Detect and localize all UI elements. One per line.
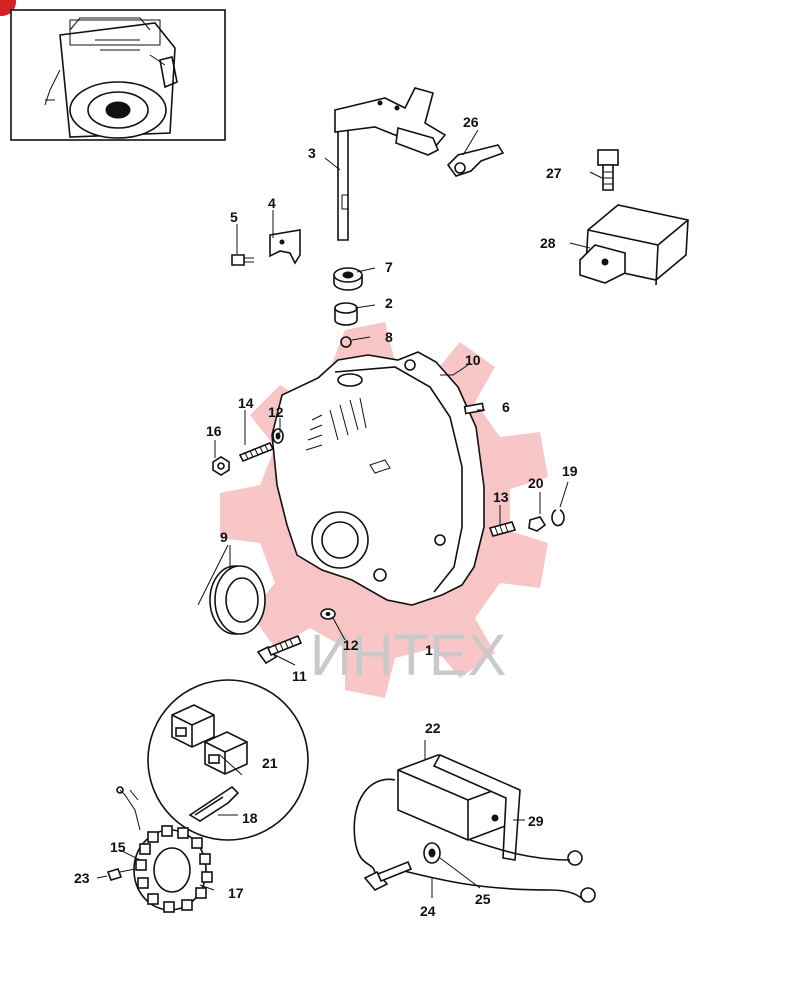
callout-5: 5 <box>230 209 238 225</box>
part-7-washer <box>333 267 363 291</box>
callout-4: 4 <box>268 195 276 211</box>
callout-27: 27 <box>546 165 562 181</box>
callout-23: 23 <box>74 870 90 886</box>
part-24-bolt <box>363 860 413 891</box>
part-20-cap <box>528 516 547 532</box>
part-6-pin <box>463 402 485 415</box>
part-25-washer <box>423 842 441 864</box>
callout-3: 3 <box>308 145 316 161</box>
callout-15: 15 <box>110 839 126 855</box>
engine-locator-inset <box>10 9 226 141</box>
callout-17: 17 <box>228 885 244 901</box>
callout-9: 9 <box>220 529 228 545</box>
brush-terminal-inset <box>147 679 309 841</box>
leader-lines <box>96 129 603 898</box>
part-16-nut <box>212 456 230 476</box>
callout-19: 19 <box>562 463 578 479</box>
callout-22: 22 <box>425 720 441 736</box>
callout-12b: 12 <box>343 637 359 653</box>
callout-18: 18 <box>242 810 258 826</box>
part-5-screw <box>231 254 254 266</box>
callout-6: 6 <box>502 399 510 415</box>
callout-11: 11 <box>292 668 307 684</box>
callout-2: 2 <box>385 295 393 311</box>
callout-26: 26 <box>463 114 479 130</box>
part-27-bolt <box>597 149 619 191</box>
part-1-gear-cover-housing <box>271 351 485 606</box>
part-14-stud <box>238 441 275 463</box>
part-11-bolt <box>256 634 303 665</box>
part-23-screw <box>106 868 136 881</box>
callout-labels: 1 2 3 4 5 6 7 8 9 10 11 12 12 13 14 15 1… <box>74 114 578 919</box>
part-19-clip <box>551 509 565 527</box>
callout-20: 20 <box>528 475 544 491</box>
callout-13: 13 <box>493 489 509 505</box>
callout-21: 21 <box>262 755 278 771</box>
callout-25: 25 <box>475 891 491 907</box>
callout-1: 1 <box>425 642 433 658</box>
callout-28: 28 <box>540 235 556 251</box>
part-9-oil-seal <box>209 565 266 635</box>
callout-10: 10 <box>465 352 481 368</box>
callout-8: 8 <box>385 329 393 345</box>
part-17-stator <box>116 786 213 913</box>
part-3-governor-shaft <box>334 87 447 241</box>
part-12-washer-lower <box>320 608 336 620</box>
part-2-bushing <box>334 302 358 326</box>
part-26-clip <box>446 144 505 177</box>
part-4-bracket <box>269 229 301 265</box>
part-12-washer-upper <box>272 428 284 444</box>
part-22-rectifier <box>353 753 596 903</box>
part-28-regulator-block <box>579 204 689 286</box>
part-13-stud <box>488 521 517 537</box>
watermark-text: ИНТЕХ <box>310 623 506 688</box>
callout-29: 29 <box>528 813 544 829</box>
callout-24: 24 <box>420 903 436 919</box>
callout-12a: 12 <box>268 404 284 420</box>
callout-7: 7 <box>385 259 393 275</box>
corner-badge <box>0 0 16 16</box>
callout-14: 14 <box>238 395 254 411</box>
callout-16: 16 <box>206 423 222 439</box>
part-8-ring <box>340 336 352 348</box>
